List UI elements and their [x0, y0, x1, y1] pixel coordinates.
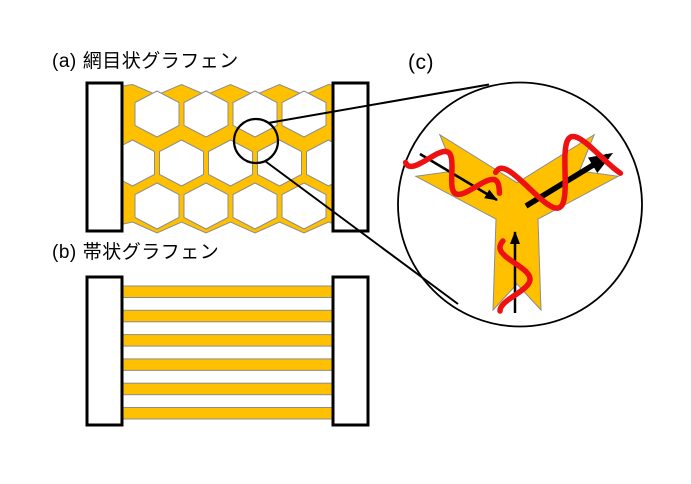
graphene-ribbons — [121, 285, 334, 420]
hexagon-hole — [281, 90, 327, 138]
panel-a-index: (a) — [52, 51, 77, 72]
hexagon-hole — [183, 90, 229, 138]
hexagon-hole — [159, 139, 204, 187]
graphene-ribbon-stripe — [121, 382, 334, 396]
callout-line-top — [267, 83, 490, 124]
graphene-ribbon-stripe — [121, 334, 334, 347]
ribbon-right-electrode — [331, 275, 370, 427]
graphene-ribbon-stripe — [121, 358, 334, 371]
hexagon-hole — [134, 90, 180, 138]
junction-highlight-circle — [232, 117, 280, 165]
graphene-ribbon-stripe — [121, 309, 334, 323]
ribbon-graphene-device — [85, 275, 370, 427]
mesh-left-electrode — [85, 81, 124, 233]
panel-b-title: 帯状グラフェン — [82, 242, 220, 263]
panel-c-index: (c) — [408, 51, 434, 74]
ribbon-left-electrode — [85, 275, 124, 427]
hexagon-hole — [134, 182, 180, 230]
hexagon-hole — [232, 182, 278, 230]
hexagon-hole — [183, 182, 229, 230]
panel-a-label: (a)網目状グラフェン — [52, 51, 239, 73]
electron-waves — [402, 133, 624, 314]
hexagon-hole — [257, 139, 302, 187]
input-arrow-left — [419, 152, 498, 202]
electron-wave-output — [492, 133, 624, 211]
panel-b-label: (b)帯状グラフェン — [52, 242, 219, 264]
hexagon-hole — [232, 90, 278, 138]
electron-wave-bottom — [497, 238, 533, 314]
hexagon-hole — [208, 139, 253, 187]
panel-c-label: (c) — [408, 52, 440, 74]
magnified-junction-panel — [232, 81, 643, 328]
electron-wave-left — [402, 148, 503, 198]
mesh-graphene-device — [85, 81, 370, 234]
panel-a-title: 網目状グラフェン — [82, 51, 239, 72]
callout-line-bottom — [264, 160, 459, 305]
mesh-right-electrode — [331, 81, 370, 233]
panel-b-index: (b) — [52, 242, 77, 263]
graphene-ribbon-stripe — [121, 407, 334, 420]
graphene-ribbon-stripe — [121, 285, 334, 298]
hexagon-hole — [281, 182, 327, 230]
